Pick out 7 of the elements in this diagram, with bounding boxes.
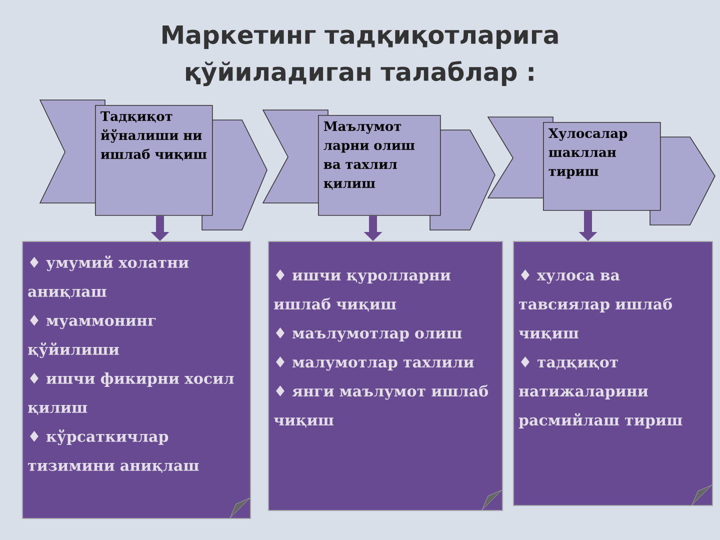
- title: Маркетинг тадқиқотларига қўйиладиган талаблар :: [162, 26, 558, 86]
- ribbon-box: Хулосалар шакллан тириш: [543, 122, 661, 211]
- note-card: ♦ ишчи қуролларни ишлаб чиқиш ♦ маълумотлар олиш ♦ малумотлар тахлили ♦ янги маълумот ишлаб чиқиш: [268, 241, 503, 511]
- note-card: ♦ умумий холатни аниқлаш ♦ муаммонинг қўйилиши ♦ ишчи фикирни хосил қилиш ♦ кўрсаткичлар тизимини аниқлаш: [22, 241, 251, 519]
- note-card: ♦ хулоса ва тавсиялар ишлаб чиқиш ♦ тадқиқот натижаларини расмийлаш тириш: [513, 241, 713, 506]
- ribbon-box: Маълумот ларни олиш ва тахлил қилиш: [318, 115, 441, 216]
- ribbon-box: Тадқиқот йўналиши ни ишлаб чиқиш: [95, 105, 213, 216]
